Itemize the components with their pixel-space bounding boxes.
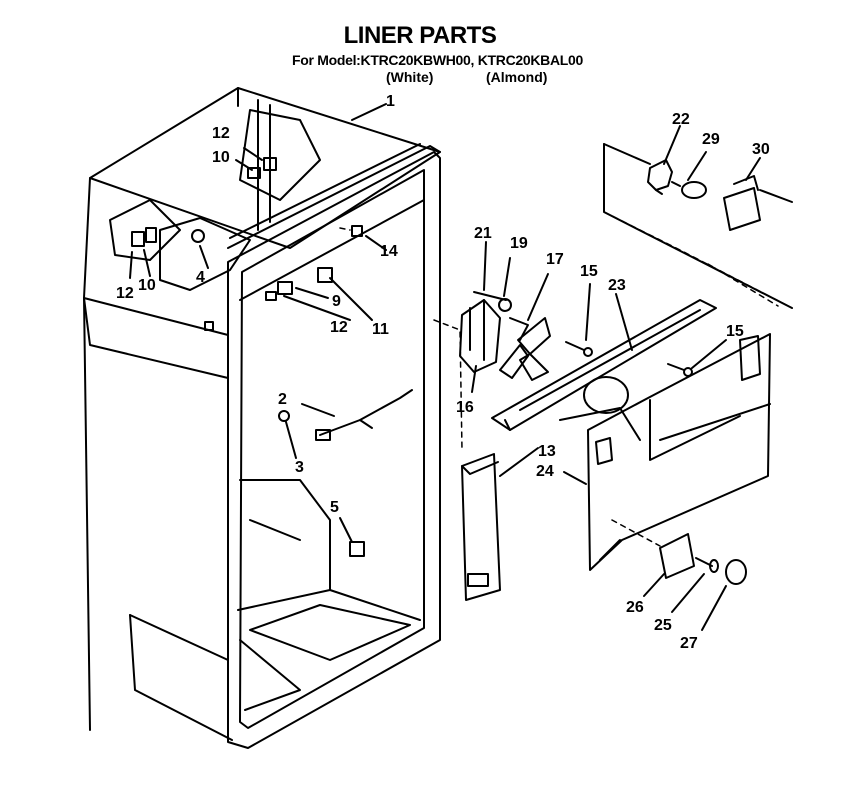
callout-16: 16	[456, 399, 474, 416]
part-13-strip	[461, 453, 501, 601]
fan-motor-assembly	[459, 291, 593, 381]
model-numbers: For Model:KTRC20KBWH00, KTRC20KBAL00	[292, 52, 584, 68]
callout-29: 29	[702, 131, 720, 148]
callout-12-mid: 12	[330, 319, 348, 336]
callout-12-top: 12	[212, 125, 230, 142]
callout-11: 11	[372, 321, 389, 338]
callout-19: 19	[510, 235, 528, 252]
callout-26: 26	[626, 599, 644, 616]
callout-5: 5	[330, 499, 339, 516]
callout-17: 17	[546, 251, 564, 268]
variant-almond: (Almond)	[486, 69, 548, 85]
callout-labels: 1 2 3 4 5 9 10 10 11 12 12 12 13 14 15 1…	[116, 93, 770, 652]
callout-21: 21	[474, 225, 492, 242]
callout-10-left: 10	[138, 277, 156, 294]
callout-25: 25	[654, 617, 672, 634]
callout-3: 3	[295, 459, 304, 476]
variant-white: (White)	[386, 69, 434, 85]
callout-13: 13	[538, 443, 556, 460]
leader-lines	[129, 103, 761, 631]
callout-2: 2	[278, 391, 287, 408]
knob-assembly	[659, 533, 747, 585]
evaporator-cover	[491, 299, 717, 441]
callout-14: 14	[380, 243, 398, 260]
callout-15-right: 15	[726, 323, 744, 340]
callout-30: 30	[752, 141, 770, 158]
callout-9: 9	[332, 293, 341, 310]
callout-10-top: 10	[212, 149, 230, 166]
callout-1: 1	[386, 93, 395, 110]
callout-15-upper: 15	[580, 263, 598, 280]
control-panel-24	[587, 333, 771, 571]
refrigerator-liner	[83, 87, 441, 749]
callout-27: 27	[680, 635, 698, 652]
callout-23: 23	[608, 277, 626, 294]
callout-12-left: 12	[116, 285, 134, 302]
diagram-title: LINER PARTS	[343, 22, 497, 49]
callout-22: 22	[672, 111, 690, 128]
callout-24: 24	[536, 463, 554, 480]
callout-4: 4	[196, 269, 205, 286]
freezer-hardware	[131, 157, 413, 557]
